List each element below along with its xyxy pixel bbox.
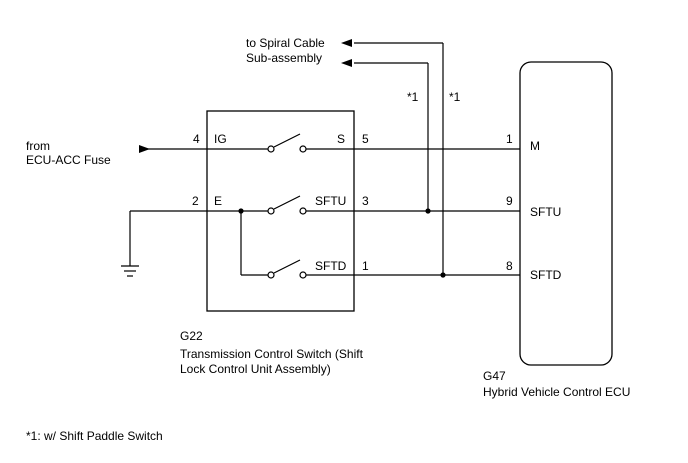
pin-sftu: 3 [362, 194, 369, 208]
pin-sftd: 1 [362, 259, 369, 273]
spiral-cable-label-1: to Spiral Cable [246, 36, 325, 50]
footnote-text: *1: w/ Shift Paddle Switch [26, 429, 163, 443]
fuse-arrow [139, 145, 150, 153]
ecu-pin-sftu: 9 [506, 194, 513, 208]
sftu-branch-arrow [341, 59, 352, 67]
sftd-contact-right [299, 271, 307, 279]
ecu-pin-sftd: 8 [506, 259, 513, 273]
pin-e: 2 [192, 194, 199, 208]
ig-contact-left [267, 145, 275, 153]
sftu-switch-blade [273, 195, 301, 210]
ecu-name: Hybrid Vehicle Control ECU [483, 385, 630, 399]
ig-switch-blade [273, 133, 301, 148]
ecu-id: G47 [483, 369, 506, 383]
terminal-sftd: SFTD [315, 259, 347, 273]
from-label-1: from [26, 139, 50, 153]
switch-id: G22 [180, 329, 203, 343]
ecu-terminal-sftd: SFTD [530, 268, 562, 282]
ecu-terminal-m: M [530, 139, 540, 153]
footnote-mark-b: *1 [449, 90, 461, 104]
spiral-cable-label-2: Sub-assembly [246, 51, 322, 65]
sftu-contact-left [267, 207, 275, 215]
terminal-sftu: SFTU [315, 194, 346, 208]
sftd-contact-left [267, 271, 275, 279]
ground-icon [121, 265, 139, 277]
ecu-pin-m: 1 [506, 132, 513, 146]
terminal-e: E [214, 194, 222, 208]
pin-ig: 4 [193, 132, 200, 146]
ecu-box [519, 61, 613, 366]
sftd-switch-blade [273, 259, 301, 274]
sftd-branch-arrow [341, 39, 352, 47]
ecu-terminal-sftu: SFTU [530, 205, 561, 219]
footnote-mark-a: *1 [407, 90, 419, 104]
sftu-contact-right [299, 207, 307, 215]
terminal-ig: IG [214, 132, 227, 146]
terminal-s: S [337, 132, 345, 146]
switch-name-1: Transmission Control Switch (Shift [180, 347, 364, 361]
from-label-2: ECU-ACC Fuse [26, 153, 111, 167]
ig-contact-right [299, 145, 307, 153]
switch-name-2: Lock Control Unit Assembly) [180, 362, 331, 376]
pin-s: 5 [362, 132, 369, 146]
